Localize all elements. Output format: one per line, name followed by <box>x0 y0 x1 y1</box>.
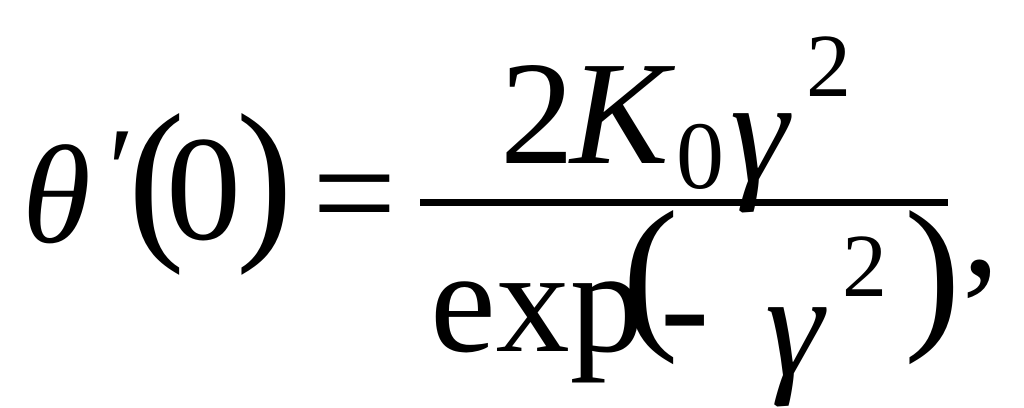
theta-symbol: θ <box>22 118 91 273</box>
numerator-constant: K <box>570 32 669 196</box>
numerator-coefficient: 2 <box>500 32 574 196</box>
denominator-gamma: γ <box>765 244 824 408</box>
prime-mark: ′ <box>108 103 135 236</box>
trailing-comma: , <box>962 142 1000 308</box>
equals-sign: = <box>312 110 397 276</box>
numerator-exponent: 2 <box>806 17 851 116</box>
denominator-exponent: 2 <box>842 217 887 316</box>
lhs-close-paren: ) <box>236 78 293 276</box>
fraction-bar <box>420 199 948 206</box>
numerator-gamma: γ <box>730 50 789 214</box>
lhs-open-paren: ( <box>128 78 185 276</box>
denominator-open-paren: ( <box>622 177 679 365</box>
denominator-function: exp <box>430 220 644 384</box>
denominator-minus-sign: - <box>660 224 710 388</box>
denominator-close-paren: ) <box>904 177 961 365</box>
lhs-argument: 0 <box>166 106 241 272</box>
numerator-constant-subscript: 0 <box>676 102 724 209</box>
